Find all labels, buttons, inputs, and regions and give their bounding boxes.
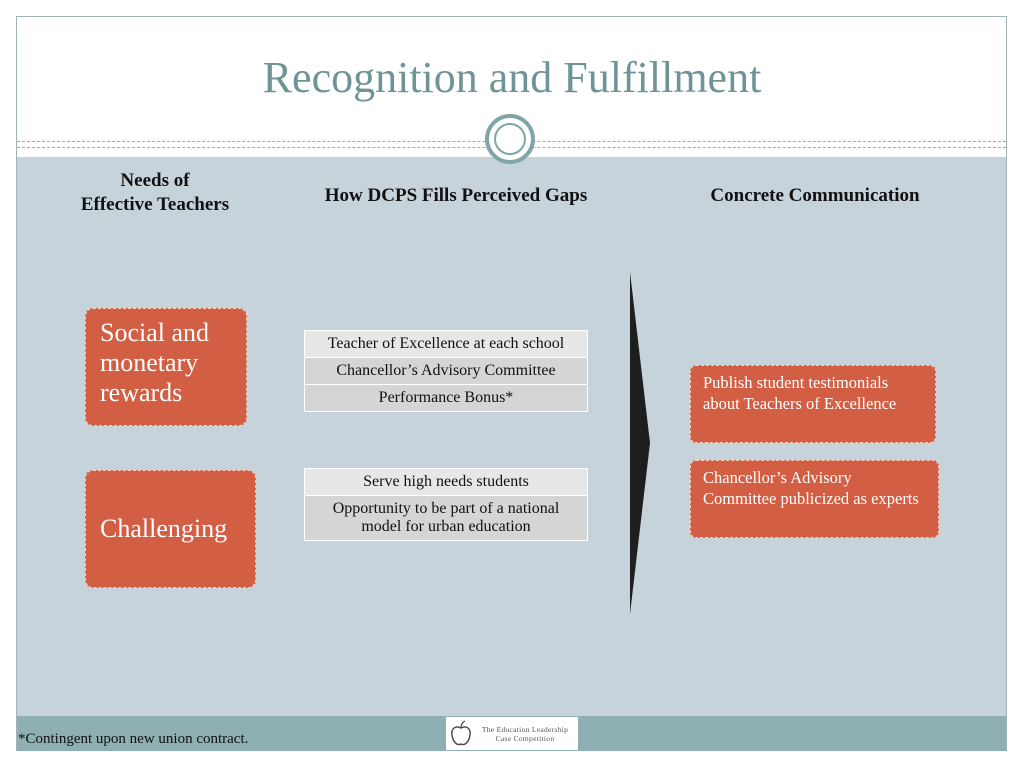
gaps-table-challenging: Serve high needs students Opportunity to… xyxy=(304,468,588,541)
header-communication: Concrete Communication xyxy=(710,185,920,206)
chevron-arrow-icon xyxy=(630,272,650,614)
header-gaps: How DCPS Fills Perceived Gaps xyxy=(324,185,588,206)
comm-text-testimonials: Publish student testimonials about Teach… xyxy=(703,373,897,413)
logo-text: The Education Leadership Case Competitio… xyxy=(474,725,576,743)
logo-text-line2: Case Competition xyxy=(495,734,555,743)
table-cell: Opportunity to be part of a national mod… xyxy=(304,495,588,541)
logo-text-line1: The Education Leadership xyxy=(481,725,569,734)
header-needs: Needs of Effective Teachers xyxy=(45,169,265,217)
table-row: Serve high needs students xyxy=(304,468,588,496)
divider-circle-ornament xyxy=(485,114,535,164)
header-needs-line1: Needs of xyxy=(120,170,190,191)
divider-circle-inner xyxy=(494,123,526,155)
competition-logo: The Education Leadership Case Competitio… xyxy=(446,717,578,750)
need-box-rewards: Social and monetary rewards xyxy=(85,308,247,426)
apple-icon xyxy=(451,720,471,746)
table-cell: Performance Bonus* xyxy=(304,384,588,412)
table-row: Performance Bonus* xyxy=(304,384,588,412)
need-label-challenging: Challenging xyxy=(100,514,228,543)
need-label-rewards: Social and monetary rewards xyxy=(100,318,210,407)
comm-box-committee: Chancellor’s Advisory Committee publiciz… xyxy=(690,460,939,538)
table-cell: Chancellor’s Advisory Committee xyxy=(304,357,588,385)
comm-text-committee: Chancellor’s Advisory Committee publiciz… xyxy=(703,468,919,508)
table-row: Opportunity to be part of a national mod… xyxy=(304,495,588,541)
need-box-challenging: Challenging xyxy=(85,470,256,588)
table-row: Teacher of Excellence at each school xyxy=(304,330,588,358)
table-cell: Teacher of Excellence at each school xyxy=(304,330,588,358)
table-cell: Serve high needs students xyxy=(304,468,588,496)
table-row: Chancellor’s Advisory Committee xyxy=(304,357,588,385)
chevron-shape xyxy=(630,272,650,614)
slide-title: Recognition and Fulfillment xyxy=(262,53,762,102)
footnote: *Contingent upon new union contract. xyxy=(18,731,249,747)
header-needs-line2: Effective Teachers xyxy=(80,194,230,215)
gaps-table-rewards: Teacher of Excellence at each school Cha… xyxy=(304,330,588,412)
comm-box-testimonials: Publish student testimonials about Teach… xyxy=(690,365,936,443)
